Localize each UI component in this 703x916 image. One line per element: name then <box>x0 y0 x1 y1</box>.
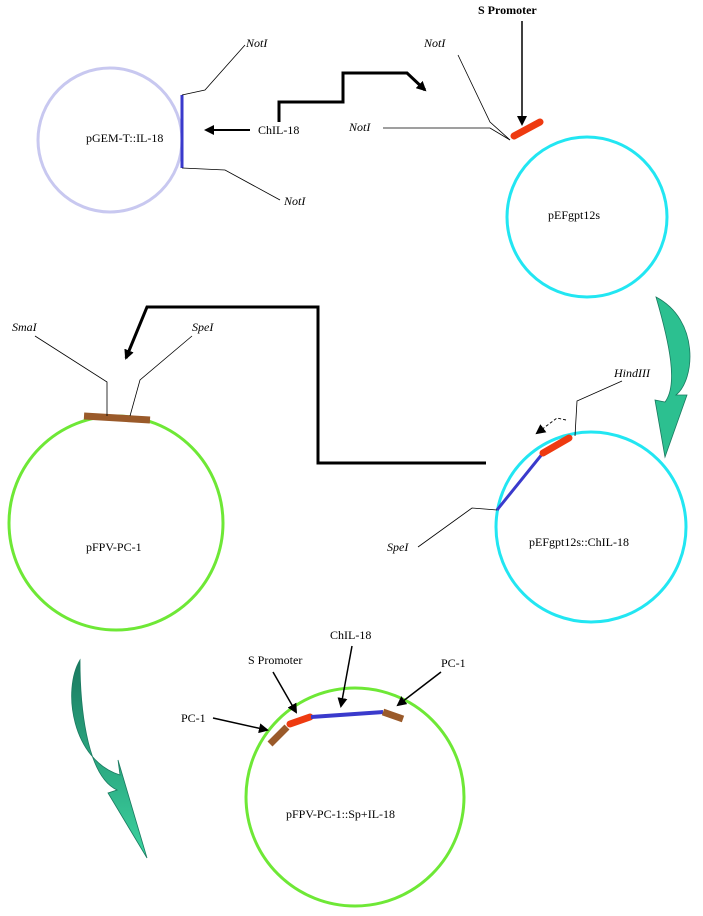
label-not1-top-left: NotI <box>245 36 268 50</box>
leader-not1-bottom-left <box>181 167 281 201</box>
pefil-insert-bar <box>495 452 545 511</box>
arrow-step-top <box>277 71 427 122</box>
plasmid-pgem: pGEM-T::IL-18 <box>36 66 184 214</box>
arrow-pc1-right <box>396 671 442 707</box>
plasmid-pfpv-circle <box>7 414 225 632</box>
label-hind3: HindIII <box>613 366 651 380</box>
small-dashed-arrow <box>535 417 567 435</box>
leader-spe1-left <box>129 335 193 417</box>
plasmid-pef-label: pEFgpt12s <box>548 208 600 222</box>
pfpv-pc1-bar <box>83 412 151 424</box>
final-pc1-left-bar <box>267 724 290 747</box>
plasmid-pefil: pEFgpt12s::ChIL-18 <box>494 430 688 624</box>
label-spe1-right: SpeI <box>387 540 409 554</box>
label-pc1-left: PC-1 <box>181 711 206 725</box>
label-not1-bottom-left: NotI <box>283 194 306 208</box>
label-not1-mid-right: NotI <box>348 120 371 134</box>
label-s-promoter-bottom: S Promoter <box>248 653 302 667</box>
label-pc1-right: PC-1 <box>441 656 466 670</box>
arrow-step-middle <box>124 305 486 465</box>
arrow-s-promoter-bottom <box>272 671 297 714</box>
leader-sma1 <box>34 335 108 416</box>
plasmid-final-label: pFPV-PC-1::Sp+IL-18 <box>286 807 395 821</box>
label-sma1: SmaI <box>12 320 38 334</box>
plasmid-pfpv: pFPV-PC-1 <box>7 412 225 632</box>
plasmid-final-circle <box>244 686 466 908</box>
plasmid-pef-circle <box>505 135 669 299</box>
leader-not1-top-left <box>181 44 246 96</box>
label-s-promoter-top: S Promoter <box>478 3 537 17</box>
final-insert-bar <box>310 710 384 719</box>
plasmid-pfpv-label: pFPV-PC-1 <box>86 540 142 554</box>
plasmid-final: pFPV-PC-1::Sp+IL-18 <box>244 686 466 908</box>
arrow-chil18-bottom <box>337 645 353 708</box>
plasmid-pef: pEFgpt12s <box>505 118 669 299</box>
plasmid-pefil-label: pEFgpt12s::ChIL-18 <box>529 535 629 549</box>
final-pc1-right-bar <box>381 708 405 723</box>
curved-arrow-right <box>654 296 691 459</box>
final-promoter-bar <box>286 713 314 728</box>
leader-hind3 <box>574 380 623 437</box>
curved-arrow-left <box>71 658 148 859</box>
arrow-pc1-left <box>212 717 269 734</box>
leader-spe1-right <box>417 507 498 548</box>
label-spe1-left: SpeI <box>192 320 214 334</box>
leader-not1-mid-right <box>383 127 511 141</box>
leader-not1-top-right <box>457 54 511 141</box>
label-chil18-bottom: ChIL-18 <box>330 628 371 642</box>
label-not1-top-right: NotI <box>423 36 446 50</box>
plasmid-pgem-label: pGEM-T::IL-18 <box>86 131 163 145</box>
pefil-promoter-bar <box>539 434 573 457</box>
plasmid-pefil-circle <box>494 430 688 624</box>
label-chil18-insert: ChIL-18 <box>258 123 299 137</box>
pef-promoter-bar <box>510 118 544 140</box>
